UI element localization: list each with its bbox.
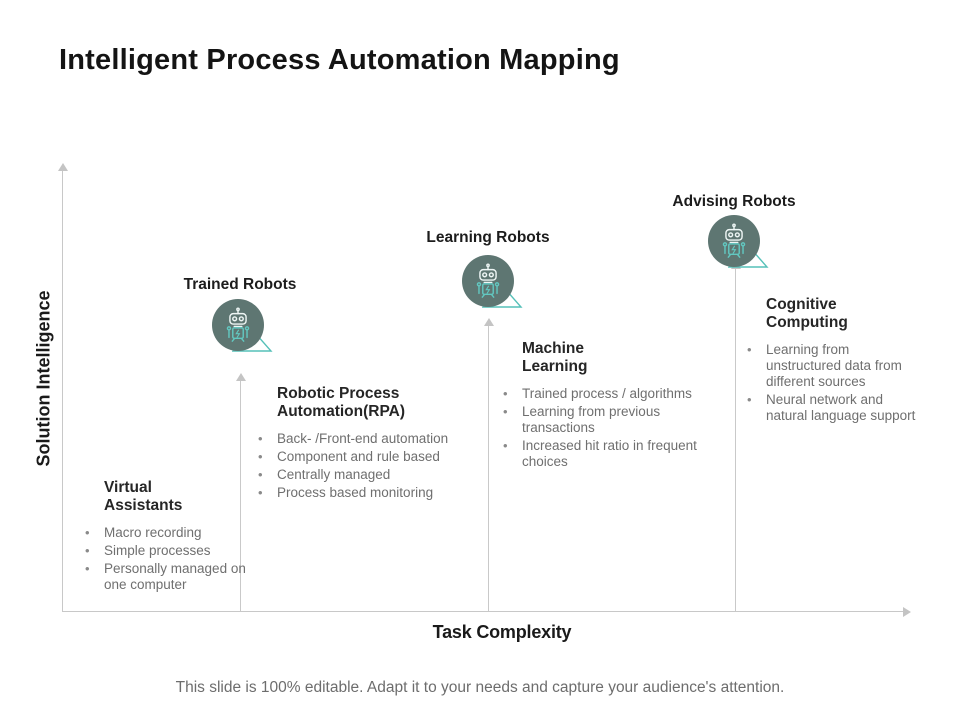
stage-bullet-list: Macro recording Simple processes Persona… — [82, 525, 260, 594]
stage-heading: Machine Learning — [522, 340, 588, 376]
bullet-item: Neural network and natural language supp… — [744, 392, 916, 424]
stage-block-cognitive-computing: Cognitive Computing Learning from unstru… — [744, 296, 916, 427]
robot-icon — [462, 255, 514, 307]
bullet-item: Increased hit ratio in frequent choices — [500, 438, 705, 470]
y-axis-line — [62, 171, 63, 611]
stage-block-rpa: Robotic Process Automation(RPA) Back- /F… — [255, 385, 470, 503]
stage-line-arrow-icon — [484, 318, 494, 326]
bullet-item: Component and rule based — [255, 449, 470, 465]
y-axis-label: Solution Intelligence — [33, 290, 54, 467]
robot-icon — [708, 215, 760, 267]
robot-stage-label: Learning Robots — [426, 229, 550, 246]
x-axis-arrow-icon — [903, 607, 911, 617]
robot-stage-label: Advising Robots — [672, 193, 796, 210]
bullet-item: Back- /Front-end automation — [255, 431, 470, 447]
stage-heading: Cognitive Computing — [766, 296, 848, 332]
stage-line-arrow-icon — [236, 373, 246, 381]
robot-stage-label: Trained Robots — [183, 276, 297, 293]
footer-note: This slide is 100% editable. Adapt it to… — [175, 679, 785, 696]
y-axis-arrow-icon — [58, 163, 68, 171]
robot-icon — [212, 299, 264, 351]
stage-heading: Virtual Assistants — [104, 479, 183, 515]
stage-line-rpa — [240, 381, 241, 611]
x-axis-label: Task Complexity — [432, 622, 572, 642]
stage-line-machine-learning — [488, 326, 489, 611]
stage-line-cognitive-computing — [735, 269, 736, 611]
bullet-item: Centrally managed — [255, 467, 470, 483]
stage-block-machine-learning: Machine Learning Trained process / algor… — [500, 340, 705, 473]
stage-bullet-list: Back- /Front-end automation Component an… — [255, 431, 470, 502]
bullet-item: Simple processes — [82, 543, 260, 559]
x-axis-line — [62, 611, 904, 612]
bullet-item: Personally managed on one computer — [82, 561, 260, 593]
bullet-item: Learning from previous transactions — [500, 404, 705, 436]
stage-bullet-list: Learning from unstructured data from dif… — [744, 342, 916, 425]
stage-block-virtual-assistants: Virtual Assistants Macro recording Simpl… — [82, 479, 260, 595]
bullet-item: Process based monitoring — [255, 485, 470, 501]
bullet-item: Trained process / algorithms — [500, 386, 705, 402]
bullet-item: Learning from unstructured data from dif… — [744, 342, 916, 391]
page-title: Intelligent Process Automation Mapping — [59, 44, 620, 76]
bullet-item: Macro recording — [82, 525, 260, 541]
stage-bullet-list: Trained process / algorithms Learning fr… — [500, 386, 705, 471]
stage-heading: Robotic Process Automation(RPA) — [277, 385, 405, 421]
